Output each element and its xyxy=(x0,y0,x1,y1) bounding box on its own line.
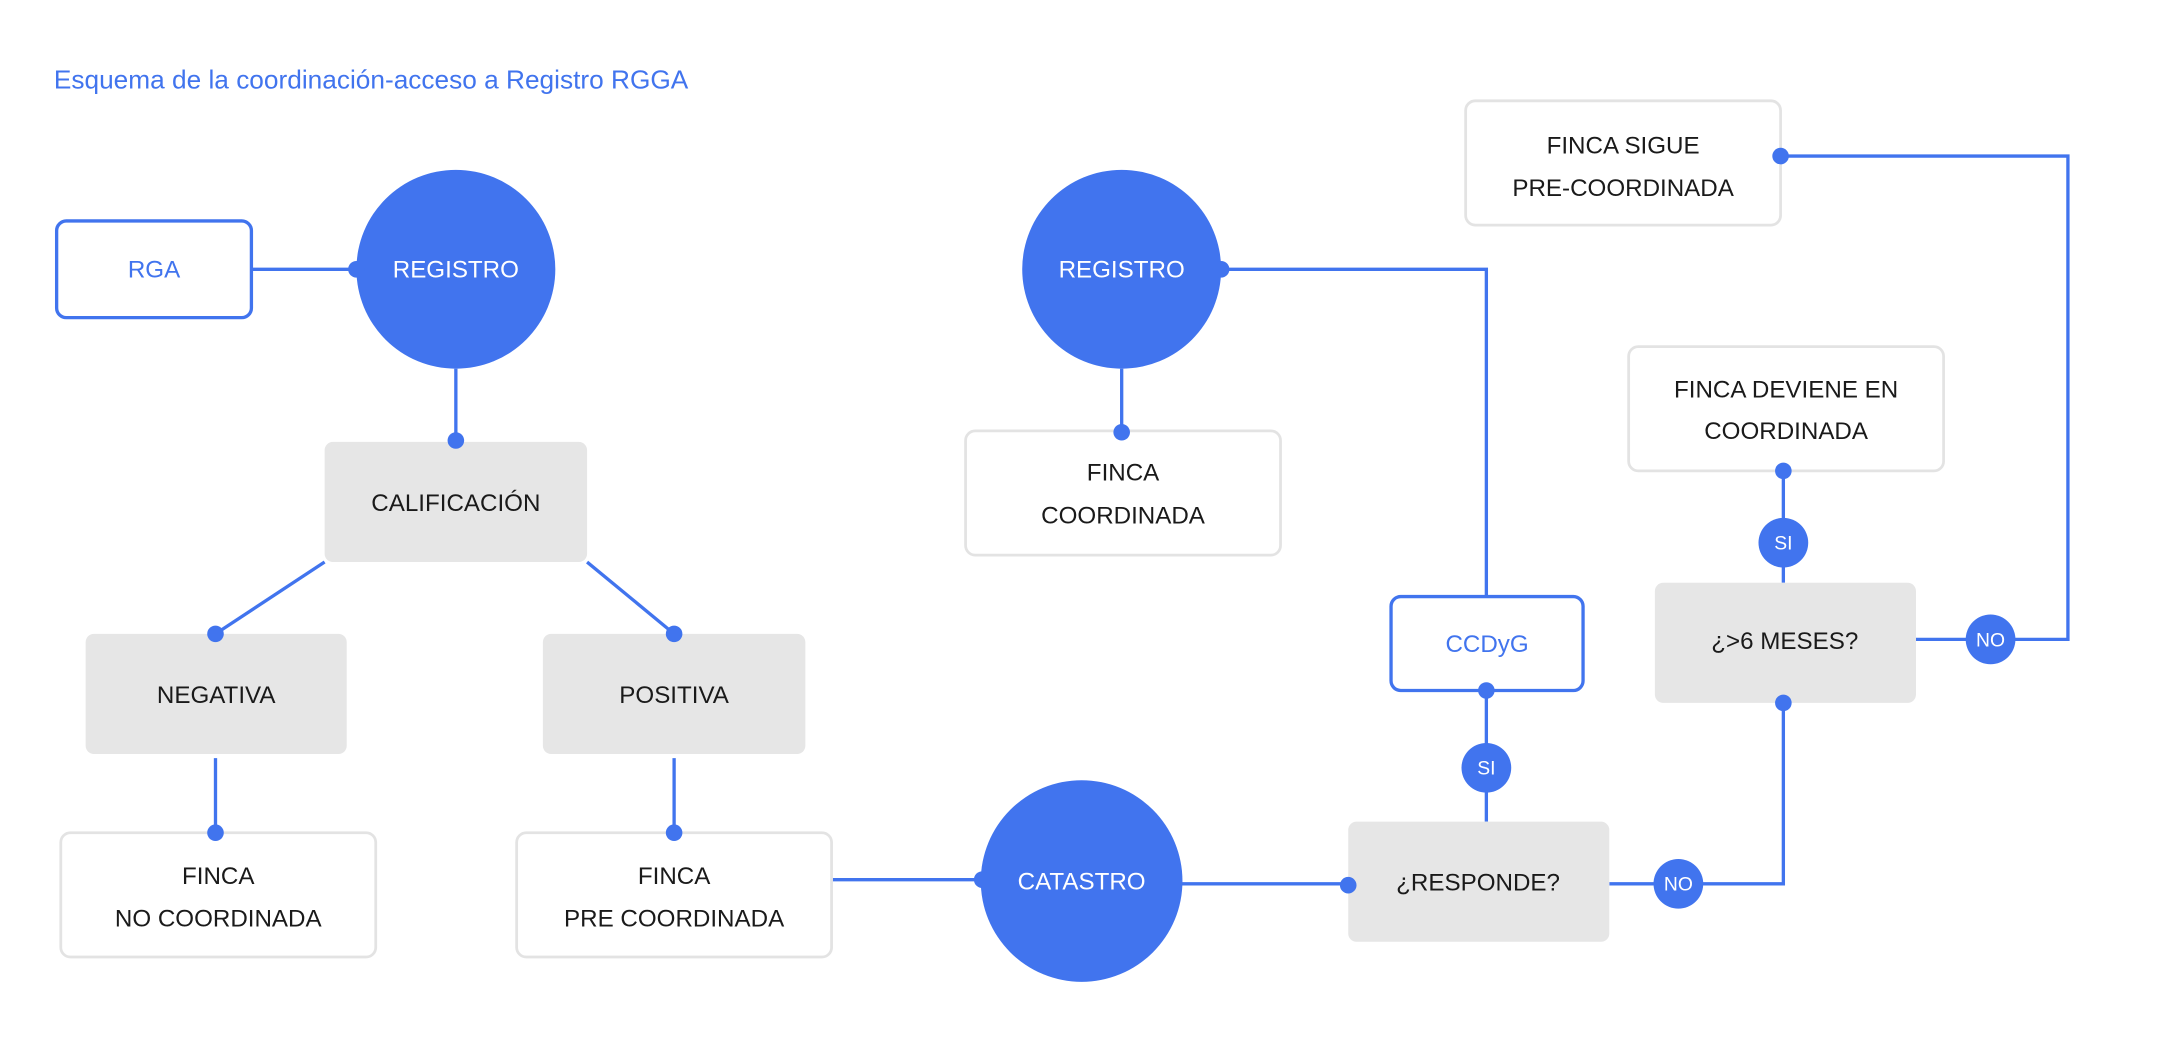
node-finca-no-coordinada[interactable]: FINCA NO COORDINADA xyxy=(59,831,378,959)
edge-calificacion-positiva xyxy=(586,560,676,636)
dot-finca-sigue-right xyxy=(1772,147,1789,165)
registro-2-circle xyxy=(1022,169,1222,369)
finca-no-coordinada-line-2: NO COORDINADA xyxy=(115,906,323,933)
finca-sigue-box xyxy=(1464,99,1782,227)
dot-finca-coordinada-top xyxy=(1113,423,1130,441)
dot-registro-1-left xyxy=(348,261,365,278)
node-negativa[interactable]: NEGATIVA xyxy=(85,633,347,754)
node-registro-1[interactable]: REGISTRO xyxy=(356,169,556,369)
finca-deviene-line-1: FINCA DEVIENE EN xyxy=(1674,377,1898,404)
no-meses-circle xyxy=(1965,614,2016,665)
node-mas-6-meses[interactable]: ¿>6 MESES? xyxy=(1654,582,1916,703)
finca-pre-coordinada-line-1: FINCA xyxy=(638,863,711,890)
ccdyg-label: CCDyG xyxy=(1445,631,1528,658)
dot-negativa-top xyxy=(207,625,224,643)
badge-si-meses: SI xyxy=(1758,517,1809,568)
si-responde-circle xyxy=(1461,742,1512,793)
calificacion-box xyxy=(324,441,588,563)
node-rga[interactable]: RGA xyxy=(54,219,254,320)
mas-6-meses-label: ¿>6 MESES? xyxy=(1711,628,1858,655)
rga-label: RGA xyxy=(128,257,181,284)
edge-responde-meses xyxy=(1609,702,1786,886)
calificacion-label: CALIFICACIÓN xyxy=(371,490,540,517)
node-ccdyg[interactable]: CCDyG xyxy=(1389,594,1585,693)
finca-no-coordinada-box xyxy=(59,831,378,959)
finca-coordinada-line-2: COORDINADA xyxy=(1041,502,1206,529)
node-finca-sigue[interactable]: FINCA SIGUE PRE-COORDINADA xyxy=(1464,99,1782,227)
no-meses-label: NO xyxy=(1976,630,2005,651)
registro-1-label: REGISTRO xyxy=(393,257,519,284)
edge-calificacion-negativa xyxy=(214,560,326,636)
dot-responde-left xyxy=(1339,876,1357,894)
connector-dots xyxy=(207,147,1792,894)
finca-pre-coordinada-box xyxy=(515,831,833,959)
node-responde[interactable]: ¿RESPONDE? xyxy=(1348,821,1610,942)
no-responde-circle xyxy=(1653,858,1704,909)
dot-finca-pre-coordinada-top xyxy=(665,824,683,841)
node-positiva[interactable]: POSITIVA xyxy=(542,633,806,754)
dot-registro-2-right xyxy=(1212,261,1230,278)
registro-1-circle xyxy=(356,169,556,369)
badge-si-responde: SI xyxy=(1461,742,1512,793)
dot-finca-no-coordinada-top xyxy=(207,824,224,841)
node-finca-pre-coordinada[interactable]: FINCA PRE COORDINADA xyxy=(515,831,833,959)
edge-ccdyg-registro xyxy=(1221,267,1489,597)
dot-catastro-left xyxy=(973,871,991,888)
no-responde-label: NO xyxy=(1664,875,1693,896)
badge-no-meses: NO xyxy=(1965,614,2016,665)
positiva-label: POSITIVA xyxy=(619,682,730,709)
positiva-box xyxy=(542,633,806,754)
finca-sigue-line-1: FINCA SIGUE xyxy=(1547,132,1700,159)
si-meses-label: SI xyxy=(1774,534,1792,555)
registro-2-label: REGISTRO xyxy=(1059,257,1185,284)
rga-box xyxy=(54,219,254,320)
negativa-label: NEGATIVA xyxy=(157,682,276,709)
finca-deviene-box xyxy=(1627,345,1945,473)
badge-no-responde: NO xyxy=(1653,858,1704,909)
dot-positiva-top xyxy=(665,625,683,643)
negativa-box xyxy=(85,633,347,754)
finca-deviene-line-2: COORDINADA xyxy=(1704,418,1869,445)
node-calificacion[interactable]: CALIFICACIÓN xyxy=(324,441,588,563)
si-responde-label: SI xyxy=(1477,759,1495,780)
responde-box xyxy=(1348,821,1610,942)
dot-finca-deviene-bottom xyxy=(1775,462,1792,480)
finca-coordinada-box xyxy=(964,429,1282,557)
diagram-title: Esquema de la coordinación-acceso a Regi… xyxy=(54,64,689,94)
finca-sigue-line-2: PRE-COORDINADA xyxy=(1512,175,1734,202)
node-finca-coordinada[interactable]: FINCA COORDINADA xyxy=(964,429,1282,557)
finca-pre-coordinada-line-2: PRE COORDINADA xyxy=(564,906,785,933)
node-finca-deviene[interactable]: FINCA DEVIENE EN COORDINADA xyxy=(1627,345,1945,473)
dot-meses-bottom xyxy=(1775,694,1792,712)
dot-calificacion-top xyxy=(447,432,465,449)
node-catastro[interactable]: CATASTRO xyxy=(980,780,1183,982)
catastro-circle xyxy=(980,780,1183,982)
finca-coordinada-line-1: FINCA xyxy=(1087,460,1160,487)
mas-6-meses-box xyxy=(1654,582,1916,703)
finca-no-coordinada-line-1: FINCA xyxy=(182,863,255,890)
responde-label: ¿RESPONDE? xyxy=(1396,870,1560,897)
node-registro-2[interactable]: REGISTRO xyxy=(1022,169,1222,369)
catastro-label: CATASTRO xyxy=(1018,868,1146,895)
dot-ccdyg-bottom xyxy=(1478,682,1495,699)
si-meses-circle xyxy=(1758,517,1809,568)
